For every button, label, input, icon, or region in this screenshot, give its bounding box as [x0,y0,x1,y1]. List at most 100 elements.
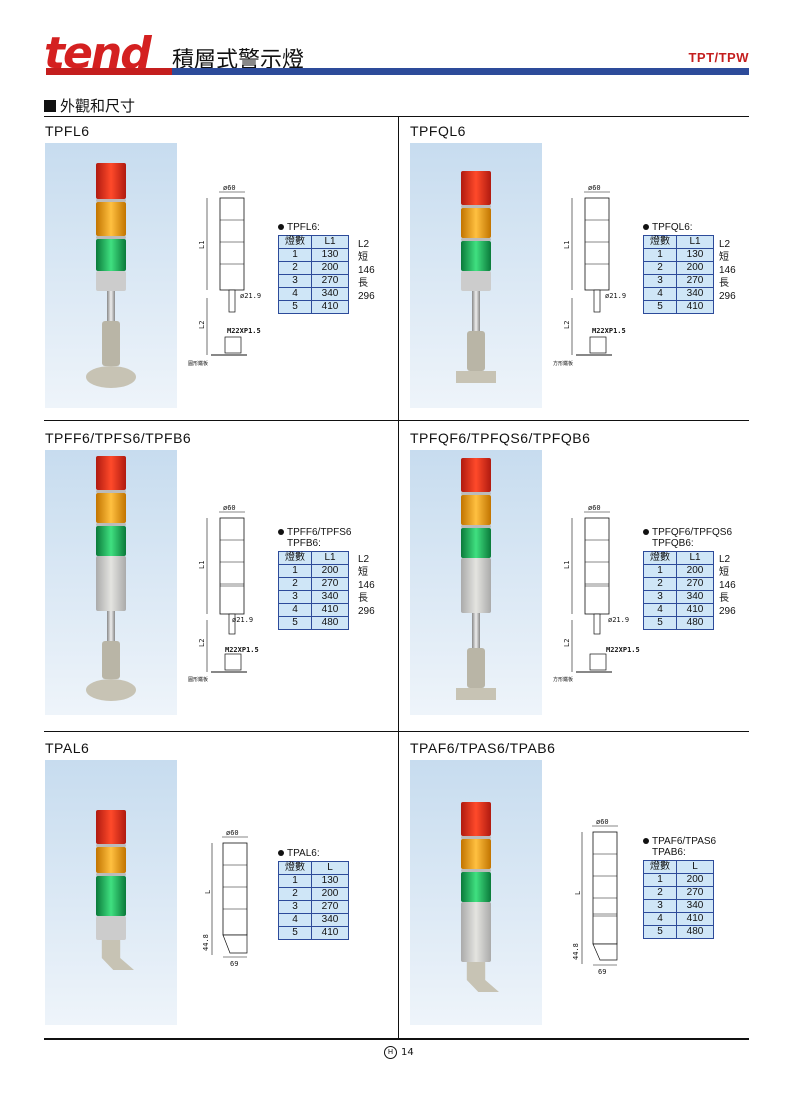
l-label: L [204,890,212,894]
row-divider-2 [44,731,749,732]
l2-label: L2 [563,321,571,329]
spec-title-2: TPFQB6: [652,538,694,549]
model-title: TPFQF6/TPFQS6/TPFQB6 [410,430,591,446]
l1-label: L1 [563,241,571,249]
thread-label: M22XP1.5 [227,327,261,335]
l1-label: L1 [198,241,206,249]
col-header-length: L [311,861,349,875]
col-header-length: L1 [311,235,349,249]
col-header-lamps: 燈數 [643,860,677,874]
height-448-label: 44.8 [202,934,210,951]
col-header-lamps: 燈數 [278,235,312,249]
tower-light [96,810,134,970]
model-title: TPAL6 [45,740,90,756]
page-number-text: 14 [401,1047,414,1058]
thread-label: M22XP1.5 [606,646,640,654]
tower-light [86,456,136,701]
l2-label: L2 [198,321,206,329]
dia219-label: ø21.9 [240,292,261,300]
thread-label: M22XP1.5 [225,646,259,654]
product-photo [45,143,177,408]
dimension-drawing: ø60 L 44.8 69 [572,818,618,976]
product-photo [410,760,542,1025]
l1-label: L1 [563,561,571,569]
bullet-icon [278,224,284,231]
bullet-icon [278,850,284,857]
l1-label: L1 [198,561,206,569]
model-title: TPFQL6 [410,123,466,139]
height-448-label: 44.8 [572,943,580,960]
dia60-label: ø60 [596,818,609,826]
base-plate-label: 方形鐵板 [553,676,573,683]
section-title: 外觀和尺寸 [60,97,136,115]
base-plate-label: 圓形鐵板 [188,360,208,367]
base-plate-label: 圓形鐵板 [188,676,208,683]
bottom-rule [44,1038,749,1040]
tower-light [456,458,496,700]
dimension-drawing: ø60 L1 ø21.9 L2 M22XP1.5 方形鐵板 [553,184,626,367]
tower-light [461,802,499,992]
page-number: H 14 [384,1046,414,1059]
product-code: TPT/TPW [688,50,749,65]
bullet-icon [643,224,649,231]
col-header-length: L [676,860,714,874]
l-label: L [574,891,582,895]
header-bar [46,68,749,75]
product-photo [45,760,177,1025]
spec-title: TPFL6: [287,222,320,233]
dimension-drawing: ø60 L1 ø21.9 L2 M22XP1.5 圓形鐵板 [188,184,261,367]
spec-title: TPAF6/TPAS6 [652,836,717,847]
model-title: TPAF6/TPAS6/TPAB6 [410,740,556,756]
tower-light [86,163,136,388]
product-photo [45,450,177,715]
dia60-label: ø60 [223,184,236,192]
bullet-icon [643,838,649,845]
width-69-label: 69 [230,960,238,968]
product-photo [410,450,542,715]
section-heading: 外觀和尺寸 [44,95,135,116]
model-title: TPFL6 [45,123,90,139]
col-header-lamps: 燈數 [643,235,677,249]
spec-title: TPFF6/TPFS6 [287,527,352,538]
row-divider-1 [44,420,749,421]
page-mark-icon: H [384,1046,397,1059]
product-photo [410,143,542,408]
col-header-length: L1 [311,551,349,565]
dia60-label: ø60 [588,504,601,512]
col-header-length: L1 [676,235,714,249]
col-header-lamps: 燈數 [278,551,312,565]
spec-title-2: TPFB6: [287,538,321,549]
spec-title: TPAL6: [287,848,320,859]
width-69-label: 69 [598,968,606,976]
